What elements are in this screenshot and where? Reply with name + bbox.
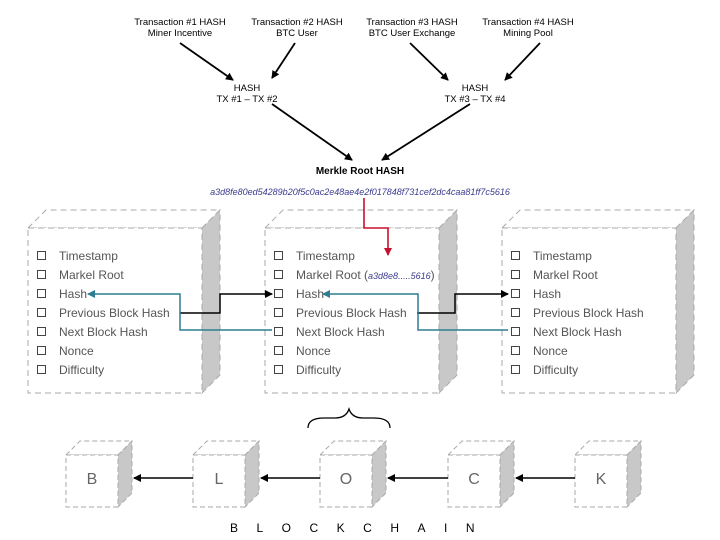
checkbox-icon [274, 365, 283, 375]
merkle-root-title: Merkle Root HASH [315, 166, 405, 177]
chain-letter-b: B [86, 471, 98, 488]
field-previous-block-hash: Previous Block Hash [37, 304, 170, 323]
checkbox-icon [274, 308, 283, 318]
field-nonce: Nonce [511, 342, 644, 361]
checkbox-icon [274, 327, 283, 337]
hash12-to-root-arrow [271, 103, 353, 161]
tx3-to-hash34-arrow [409, 42, 449, 81]
checkbox-icon [37, 365, 46, 375]
tx2-to-hash12-arrow [271, 42, 296, 79]
checkbox-icon [511, 327, 520, 337]
transaction-4-title: Transaction #4 HASH [482, 17, 574, 28]
field-next-block-hash: Next Block Hash [37, 323, 170, 342]
transaction-2-subtitle: BTC User [276, 28, 318, 39]
merkle-root-short: a3d8e8.....5616 [368, 271, 431, 281]
merkle-root-hash: a3d8fe80ed54289b20f5c0ac2e48ae4e2f017848… [210, 187, 510, 197]
transaction-3-title: Transaction #3 HASH [366, 17, 458, 28]
field-nonce: Nonce [37, 342, 170, 361]
checkbox-icon [274, 346, 283, 356]
checkbox-icon [37, 308, 46, 318]
checkbox-icon [37, 289, 46, 299]
block-left-fields: Timestamp Markel Root Hash Previous Bloc… [37, 247, 170, 380]
field-markel-root: Markel Root [511, 266, 644, 285]
chain-cube-l [191, 439, 261, 509]
field-difficulty: Difficulty [37, 361, 170, 380]
field-timestamp: Timestamp [274, 247, 435, 266]
chain-cube-k [573, 439, 643, 509]
next-hash-link-left [87, 290, 272, 331]
checkbox-icon [37, 251, 46, 261]
checkbox-icon [511, 289, 520, 299]
prev-hash-link-left [180, 290, 273, 314]
checkbox-icon [37, 327, 46, 337]
transaction-2-label: Transaction #2 HASH BTC User [222, 17, 372, 39]
checkbox-icon [274, 270, 283, 280]
transaction-4-label: Transaction #4 HASH Mining Pool [453, 17, 603, 39]
tx1-to-hash12-arrow [179, 42, 234, 81]
transaction-3-subtitle: BTC User Exchange [368, 28, 456, 39]
transaction-1-subtitle: Miner Incentive [147, 28, 213, 39]
chain-letter-l: L [214, 471, 224, 488]
brace [307, 406, 391, 429]
transaction-3-label: Transaction #3 HASH BTC User Exchange [337, 17, 487, 39]
blockchain-label: BLOCKCHAIN [230, 521, 494, 535]
chain-letter-c: C [468, 471, 480, 488]
prev-hash-link-right [417, 290, 509, 314]
checkbox-icon [274, 289, 283, 299]
field-nonce: Nonce [274, 342, 435, 361]
hash-12-label: HASH TX #1 – TX #2 [192, 83, 302, 105]
field-difficulty: Difficulty [274, 361, 435, 380]
block-left [26, 208, 222, 395]
field-hash: Hash [511, 285, 644, 304]
transaction-4-subtitle: Mining Pool [503, 28, 553, 39]
checkbox-icon [274, 251, 283, 261]
field-timestamp: Timestamp [37, 247, 170, 266]
field-markel-root: Markel Root (a3d8e8.....5616) [274, 266, 435, 285]
checkbox-icon [511, 346, 520, 356]
transaction-1-label: Transaction #1 HASH Miner Incentive [105, 17, 255, 39]
hash34-to-root-arrow [381, 103, 471, 161]
block-middle [263, 208, 459, 395]
field-hash: Hash [274, 285, 435, 304]
hash-12-subtitle: TX #1 – TX #2 [216, 94, 278, 105]
merkle-tree-arrows [179, 42, 541, 161]
field-timestamp: Timestamp [511, 247, 644, 266]
block-right [500, 208, 696, 395]
hash-12-title: HASH [233, 83, 261, 94]
chain-cube-b [64, 439, 134, 509]
tx4-to-hash34-arrow [504, 42, 541, 81]
field-difficulty: Difficulty [511, 361, 644, 380]
checkbox-icon [511, 270, 520, 280]
field-hash: Hash [37, 285, 170, 304]
checkbox-icon [511, 365, 520, 375]
checkbox-icon [511, 251, 520, 261]
checkbox-icon [37, 346, 46, 356]
hash-34-label: HASH TX #3 – TX #4 [420, 83, 530, 105]
chain-letter-k: K [595, 471, 607, 488]
checkbox-icon [37, 270, 46, 280]
field-next-block-hash: Next Block Hash [511, 323, 644, 342]
chain-letter-o: O [339, 471, 353, 488]
block-middle-fields: Timestamp Markel Root (a3d8e8.....5616) … [274, 247, 435, 380]
merkle-root-to-block-arrow [363, 198, 392, 256]
field-next-block-hash: Next Block Hash [274, 323, 435, 342]
chain-cube-o [318, 439, 388, 509]
transaction-2-title: Transaction #2 HASH [251, 17, 343, 28]
next-hash-link-right [322, 290, 508, 331]
hash-34-subtitle: TX #3 – TX #4 [444, 94, 506, 105]
field-previous-block-hash: Previous Block Hash [274, 304, 435, 323]
transaction-1-title: Transaction #1 HASH [134, 17, 226, 28]
hash-34-title: HASH [461, 83, 489, 94]
field-previous-block-hash: Previous Block Hash [511, 304, 644, 323]
field-markel-root: Markel Root [37, 266, 170, 285]
checkbox-icon [511, 308, 520, 318]
chain-cube-c [446, 439, 516, 509]
block-right-fields: Timestamp Markel Root Hash Previous Bloc… [511, 247, 644, 380]
